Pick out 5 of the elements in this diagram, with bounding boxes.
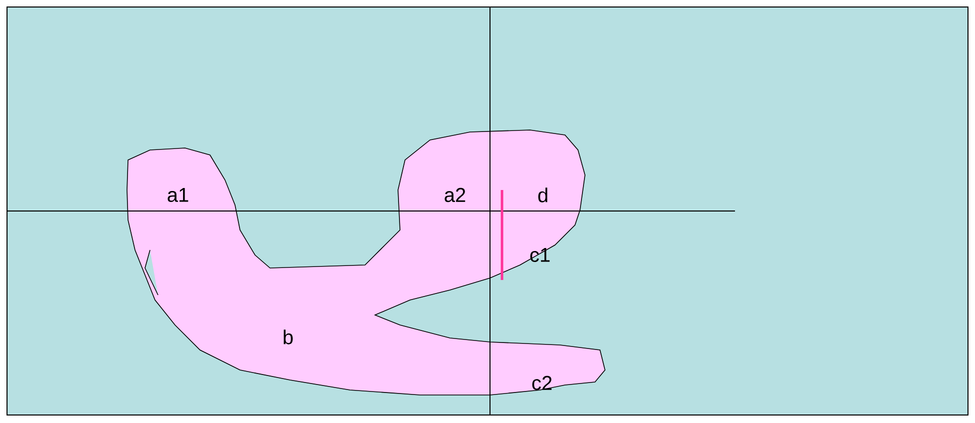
region-label: d	[538, 188, 548, 202]
region-label: c2	[532, 376, 552, 390]
region-label: a1	[168, 188, 188, 202]
region-label: a2	[444, 188, 466, 202]
region-label: b	[284, 330, 293, 344]
